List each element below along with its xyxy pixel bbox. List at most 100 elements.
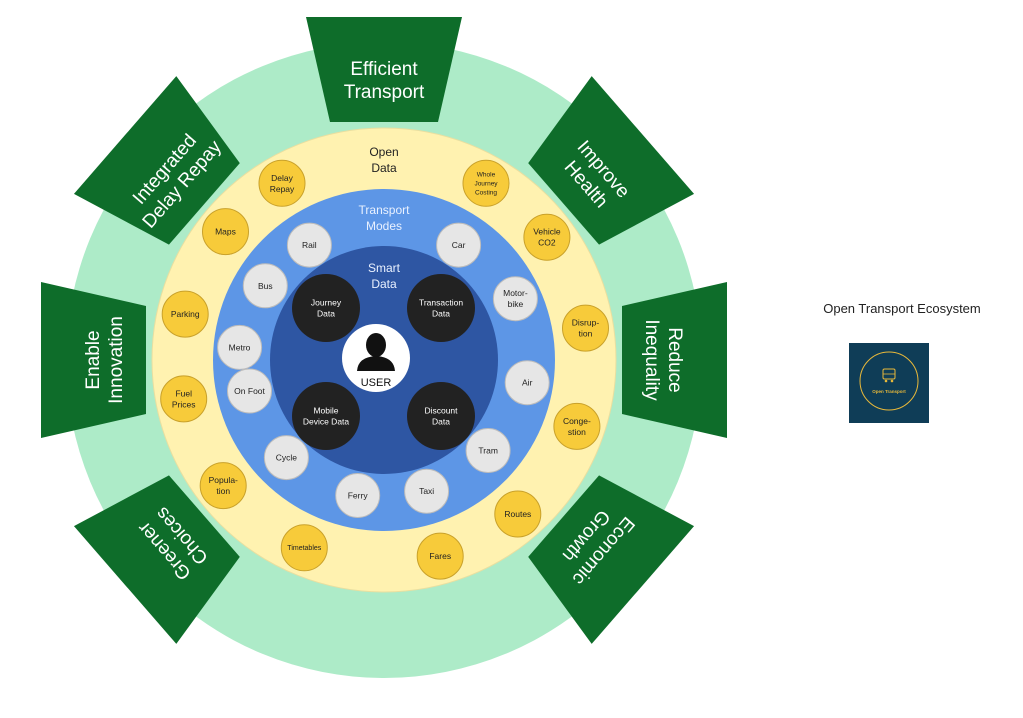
outcome-block	[528, 76, 695, 245]
transport-mode-label: On Foot	[234, 386, 265, 396]
transport-mode-circle	[404, 468, 450, 514]
smart-data-item-label-line: Data	[432, 417, 450, 427]
transport-mode-circle	[504, 360, 550, 406]
transport-mode-label-line: Rail	[302, 240, 317, 250]
open-data-item-label: Fares	[429, 551, 451, 561]
transport-mode-label: Taxi	[419, 486, 434, 496]
open-data-circle	[199, 462, 247, 510]
open-data-item: Maps	[202, 208, 249, 256]
open-data-item-label-line: Journey	[474, 181, 498, 188]
smart-data-circle	[292, 382, 360, 450]
smart-data-item-label-line: Data	[317, 309, 335, 319]
smart-data-item-label-line: Device Data	[303, 417, 350, 427]
transport-mode-circle	[335, 473, 381, 518]
outcome-label-line: Efficient	[350, 59, 418, 80]
transport-mode-item: Rail	[286, 222, 332, 268]
transport-mode-item: Ferry	[335, 473, 381, 518]
transport-mode-label-line: Tram	[478, 446, 498, 456]
open-data-item: Conge-stion	[553, 402, 601, 450]
open-data-item-label-line: Repay	[270, 184, 295, 194]
outcome-shape	[528, 475, 695, 644]
open-data-item-label: Parking	[171, 309, 200, 319]
outcome-shape	[622, 282, 727, 438]
smart-data-circle	[407, 274, 475, 342]
transport-mode-label-line: Ferry	[348, 490, 369, 500]
transport-mode-label: Air	[522, 378, 533, 388]
open-data-item: Parking	[161, 290, 209, 338]
outcome-label-line: Innovation	[106, 316, 127, 404]
transport-mode-item: Metro	[217, 324, 263, 370]
open-data-item: Popula-tion	[199, 462, 247, 510]
open-data-item-label-line: Prices	[172, 399, 196, 409]
outcome-block	[41, 282, 146, 438]
transport-mode-label: Motor-bike	[503, 288, 528, 309]
transport-mode-item: On Foot	[227, 368, 272, 414]
smart-data-circle	[407, 382, 475, 450]
open-data-item-label-line: CO2	[538, 238, 556, 248]
open-data-item: Timetables	[280, 524, 328, 572]
logo-text: Open Transport	[872, 389, 906, 394]
smart-data-item-label-line: Transaction	[419, 298, 463, 308]
open-data-item-label-line: Timetables	[287, 545, 321, 552]
transport-mode-label-line: Cycle	[276, 453, 298, 463]
open-transport-logo: Open Transport	[849, 343, 929, 423]
transport-mode-item: Tram	[465, 428, 511, 473]
ecosystem-diagram: SocietalOutcomes EconomicGrowthGreenerCh…	[41, 17, 727, 678]
open-data-circle	[523, 213, 571, 261]
open-data-circle	[416, 532, 464, 580]
outcome-block	[306, 17, 462, 122]
open-data-item-label-line: Fuel	[175, 388, 192, 398]
open-data-item-label-line: Maps	[215, 227, 236, 237]
open-data-circle	[462, 159, 510, 207]
transport-mode-label: Bus	[258, 281, 273, 291]
open-data-item-label-line: Costing	[475, 190, 497, 197]
transport-mode-item: Cycle	[263, 435, 309, 481]
transport-mode-label-line: On Foot	[234, 386, 265, 396]
open-data-circle	[258, 159, 306, 207]
transport-mode-item: Taxi	[404, 468, 450, 514]
outcome-label-line: Transport	[344, 82, 425, 103]
outcome-shape	[73, 475, 240, 644]
transport-mode-circle	[217, 324, 263, 370]
open-data-circle	[161, 290, 209, 338]
smart-data-item-label-line: Journey	[311, 298, 342, 308]
transport-mode-label-line: Air	[522, 378, 533, 388]
transport-mode-circle	[436, 222, 482, 268]
open-data-item-label-line: Whole	[477, 172, 496, 179]
outcome-block	[73, 76, 240, 245]
open-data-circle	[280, 524, 328, 572]
open-data-item: Routes	[494, 490, 542, 538]
open-data-item: Fares	[416, 532, 464, 580]
open-data-item-label-line: Routes	[504, 509, 531, 519]
transport-mode-label-line: bike	[508, 299, 524, 309]
transport-mode-item: Car	[436, 222, 482, 268]
transport-mode-item: Bus	[242, 263, 288, 309]
open-data-item-label-line: Popula-	[209, 475, 238, 485]
open-data-label-line: Open	[369, 145, 398, 159]
transport-mode-circle	[492, 276, 538, 322]
open-data-item-label: Conge-stion	[563, 416, 591, 437]
open-data-item-label-line: stion	[568, 427, 586, 437]
smart-data-item-label-line: Discount	[424, 406, 458, 416]
open-data-circle	[553, 402, 601, 450]
outcome-block	[528, 475, 695, 644]
transport-mode-label: Car	[452, 240, 466, 250]
transport-modes-label-line: Modes	[366, 219, 402, 233]
open-data-circle	[494, 490, 542, 538]
open-data-item-label-line: tion	[579, 329, 593, 339]
user-silhouette-icon	[357, 333, 395, 371]
